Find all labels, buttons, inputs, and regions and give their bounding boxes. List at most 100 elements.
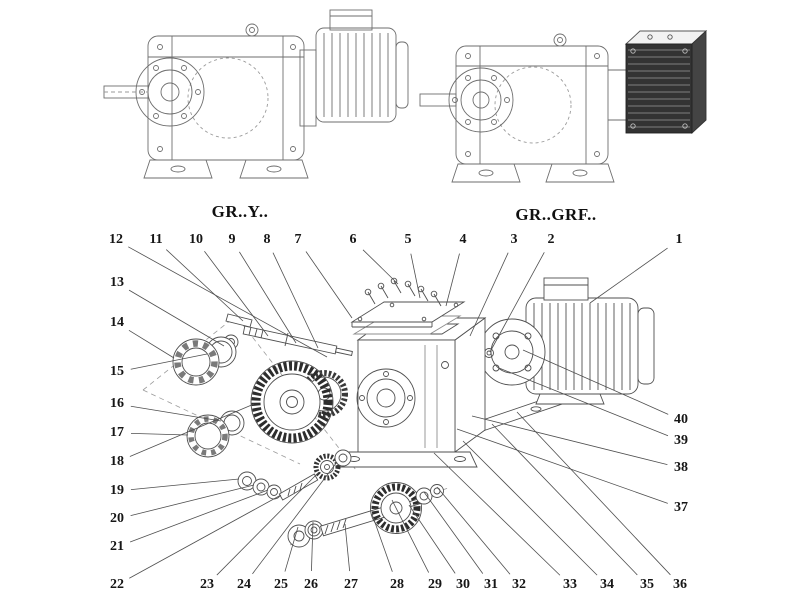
callout-5: 5 (404, 232, 412, 247)
part-washers (237, 471, 282, 500)
exploded-view (142, 277, 655, 548)
leader-line-8 (272, 252, 319, 349)
callout-35: 35 (640, 577, 654, 592)
assembled-view-gr-grf (419, 29, 708, 183)
leader-line-35 (491, 423, 638, 576)
leader-line-23 (216, 471, 320, 576)
callout-20: 20 (110, 511, 124, 526)
assembled-view-gr-y (103, 9, 409, 179)
dark-cover-block (624, 29, 708, 135)
leader-line-40 (522, 349, 669, 415)
part-large-gear (250, 360, 334, 444)
leader-line-9 (239, 251, 297, 344)
callout-29: 29 (428, 577, 442, 592)
callout-4: 4 (459, 232, 467, 247)
leader-line-11 (165, 249, 244, 322)
callout-12: 12 (109, 232, 123, 247)
leader-line-32 (436, 486, 511, 575)
leader-line-25 (284, 526, 299, 572)
part-bearing-upper (172, 338, 220, 386)
callout-19: 19 (110, 483, 124, 498)
callout-1: 1 (675, 232, 683, 247)
leader-line-26 (311, 521, 314, 572)
leader-line-29 (391, 499, 430, 573)
leader-line-27 (344, 523, 351, 572)
part-input-shaft (242, 325, 353, 357)
callout-13: 13 (110, 275, 124, 290)
part-pinion-shaft (278, 473, 319, 501)
leader-lines (128, 246, 671, 579)
callout-25: 25 (274, 577, 288, 592)
motor-exploded (525, 277, 655, 405)
leader-line-17 (130, 432, 189, 436)
part-retaining-rings (415, 484, 444, 505)
callout-36: 36 (673, 577, 687, 592)
callout-39: 39 (674, 433, 688, 448)
leader-line-39 (498, 367, 669, 437)
callout-40: 40 (674, 412, 688, 427)
callout-26: 26 (304, 577, 318, 592)
callout-2: 2 (547, 232, 555, 247)
callout-9: 9 (228, 232, 236, 247)
leader-line-20 (130, 484, 255, 517)
callout-15: 15 (110, 364, 124, 379)
motor-flange (478, 318, 546, 386)
callout-32: 32 (512, 577, 526, 592)
callout-14: 14 (110, 315, 124, 330)
leader-line-30 (408, 504, 456, 574)
leader-line-1 (589, 247, 668, 304)
callout-16: 16 (110, 396, 124, 411)
callout-34: 34 (600, 577, 614, 592)
callout-28: 28 (390, 577, 404, 592)
callout-33: 33 (563, 577, 577, 592)
part-bearing-lower (186, 414, 230, 458)
callout-6: 6 (349, 232, 357, 247)
leader-line-19 (130, 478, 240, 491)
callout-24: 24 (237, 577, 251, 592)
leader-line-7 (305, 251, 353, 319)
leader-line-38 (471, 415, 668, 466)
housing-cover (350, 301, 466, 335)
callout-31: 31 (484, 577, 498, 592)
leader-line-31 (423, 491, 484, 574)
leader-line-5 (410, 253, 421, 299)
callout-17: 17 (110, 425, 124, 440)
leader-line-10 (204, 250, 269, 337)
leader-line-2 (489, 252, 545, 353)
leader-line-6 (362, 249, 399, 285)
leader-line-18 (129, 403, 255, 457)
callout-38: 38 (674, 460, 688, 475)
label-gr-grf: GR..GRF.. (515, 205, 597, 224)
leader-line-14 (128, 329, 175, 359)
callout-11: 11 (149, 232, 163, 247)
leader-line-33 (433, 452, 561, 576)
callout-7: 7 (294, 232, 302, 247)
leader-line-4 (445, 253, 460, 307)
callout-21: 21 (110, 539, 124, 554)
leader-line-36 (516, 411, 671, 576)
callout-27: 27 (344, 577, 358, 592)
part-key (225, 313, 253, 328)
callout-22: 22 (110, 577, 124, 592)
motor-assembled-left (299, 9, 409, 127)
part-small-gear (313, 449, 352, 481)
callout-23: 23 (200, 577, 214, 592)
leader-line-37 (456, 428, 668, 504)
callout-3: 3 (510, 232, 518, 247)
leader-line-12 (128, 246, 328, 358)
callout-37: 37 (674, 500, 688, 515)
callout-10: 10 (189, 232, 203, 247)
callout-18: 18 (110, 454, 124, 469)
leader-line-16 (130, 405, 222, 422)
gear-housing (336, 317, 487, 468)
callout-8: 8 (263, 232, 271, 247)
leader-line-28 (371, 513, 393, 572)
leader-line-15 (130, 353, 208, 370)
leader-line-13 (128, 289, 225, 347)
label-gr-y: GR..Y.. (211, 202, 269, 221)
leader-line-34 (462, 440, 598, 576)
callout-30: 30 (456, 577, 470, 592)
leader-line-21 (129, 489, 269, 543)
